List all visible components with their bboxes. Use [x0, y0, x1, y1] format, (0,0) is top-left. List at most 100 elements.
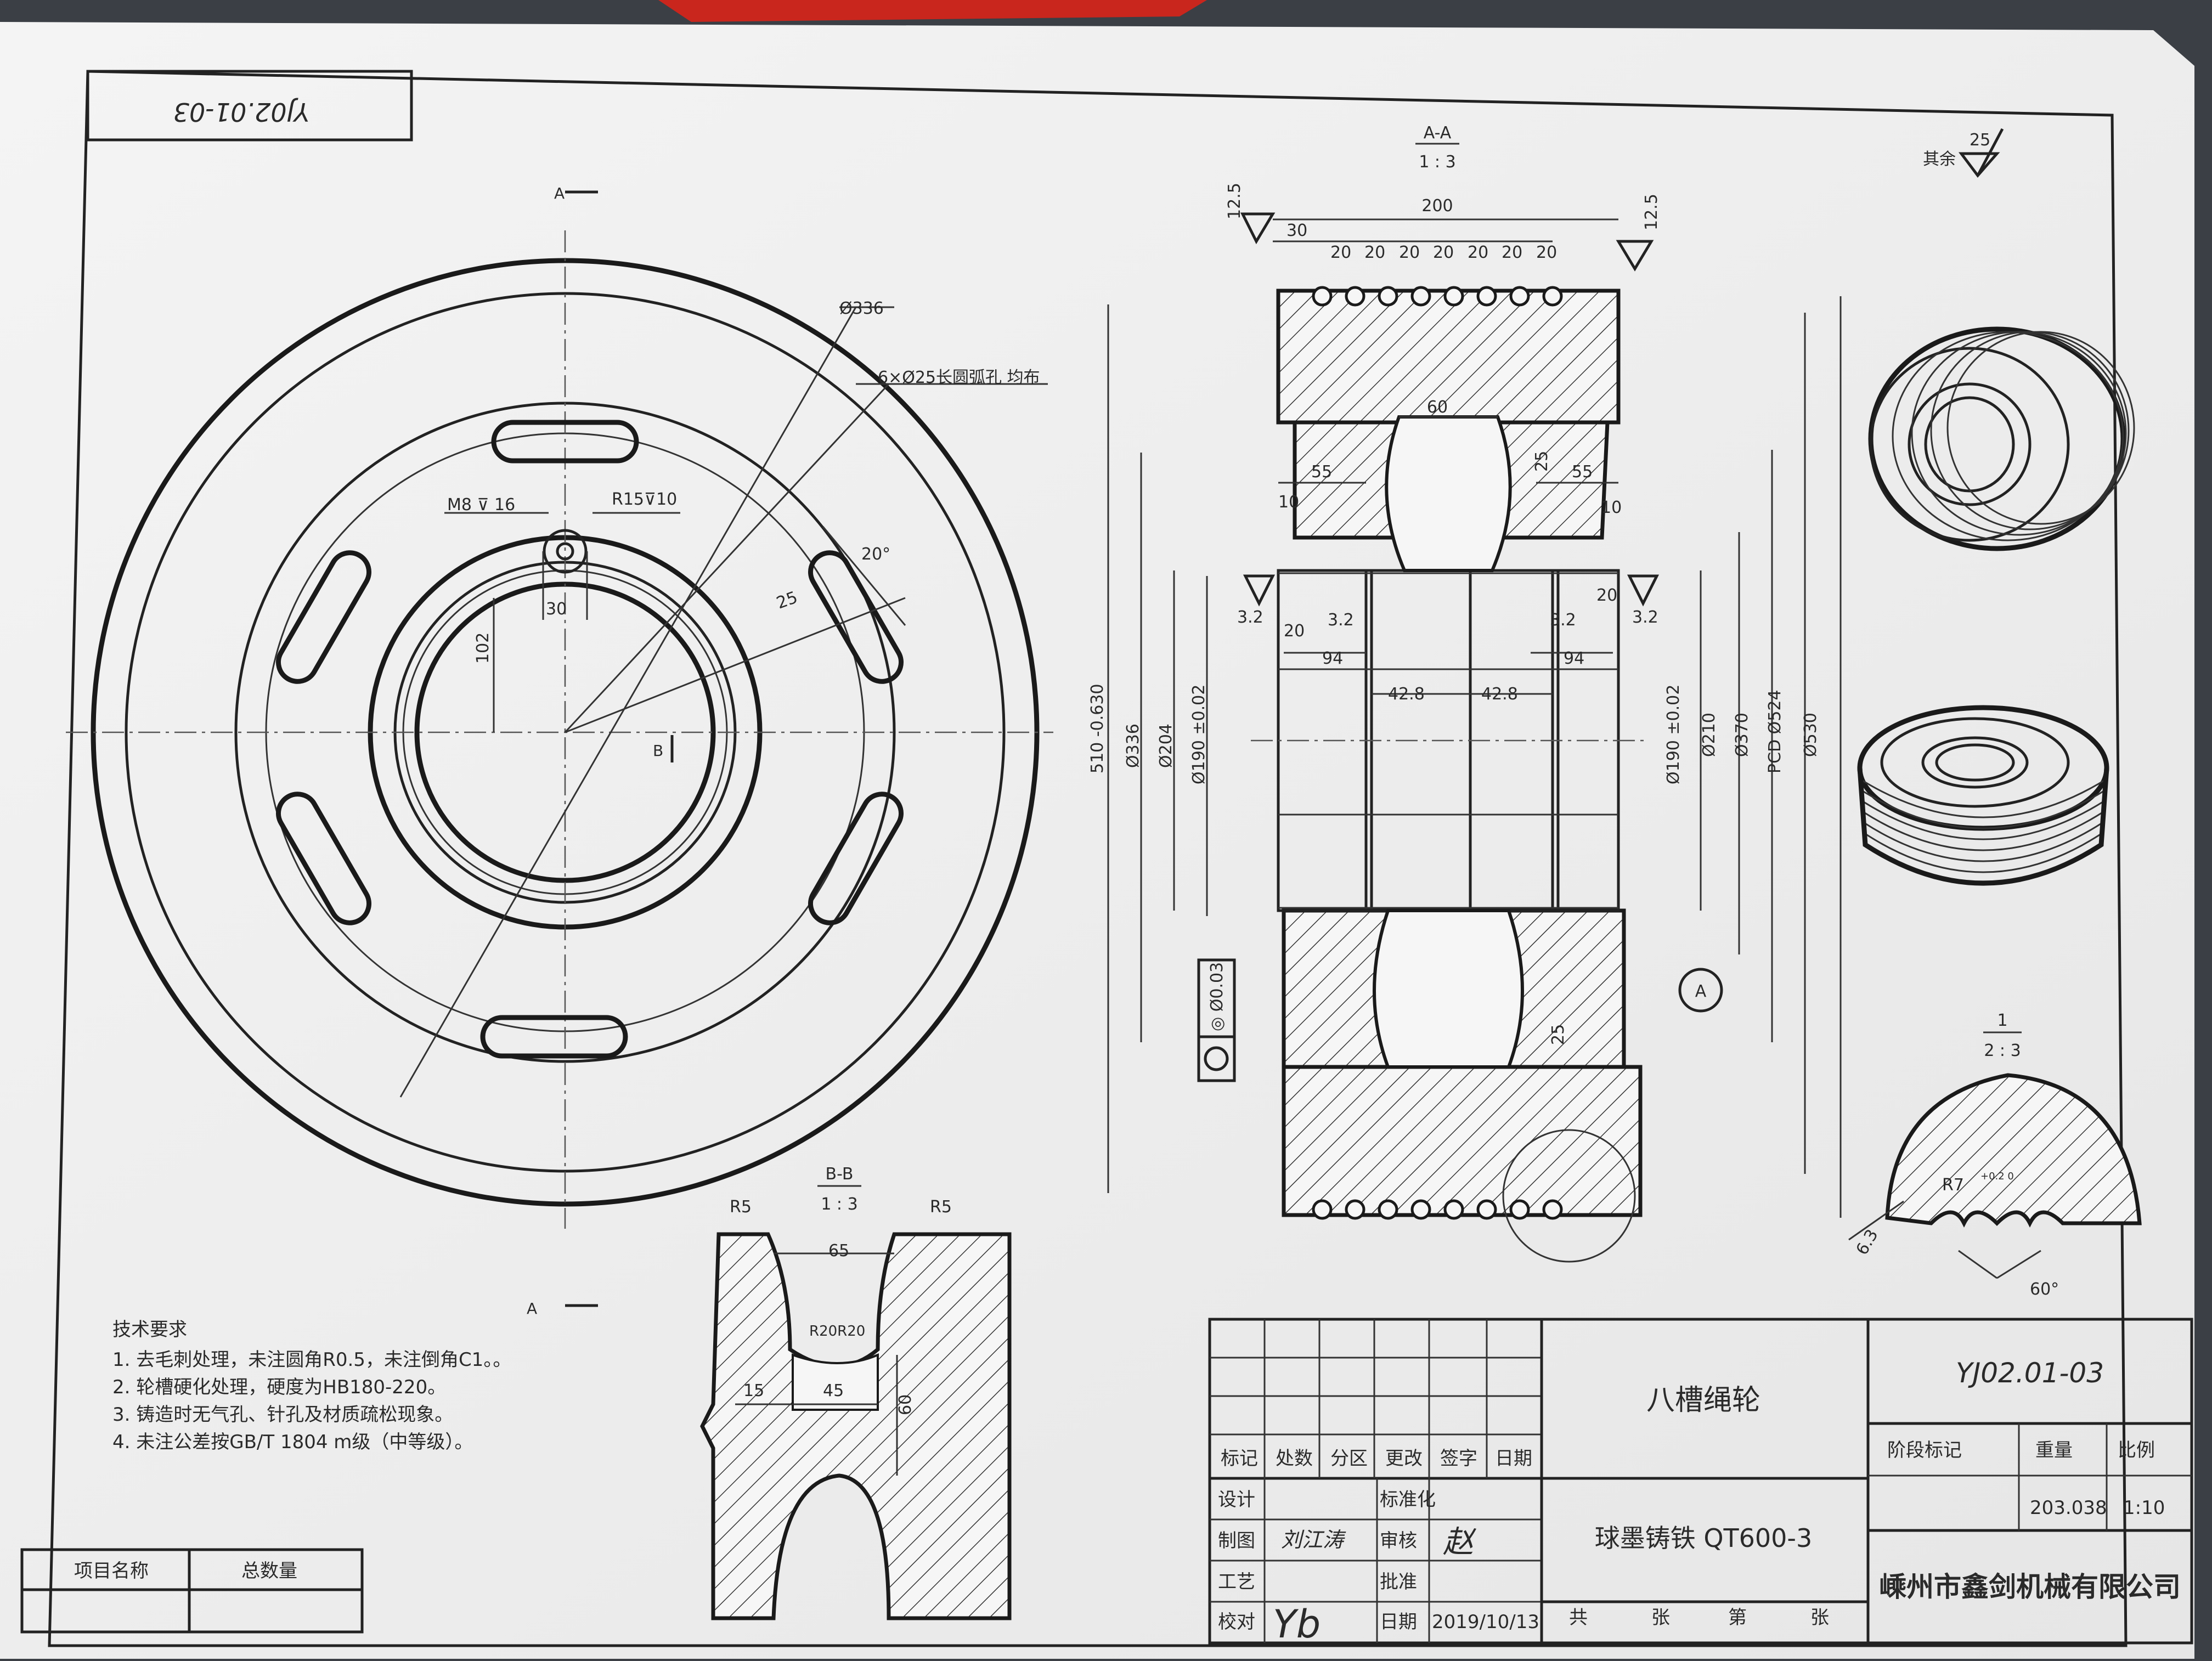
aa-dim-94-right: 94 [1564, 649, 1584, 668]
aa-dia-510: 510 -0.630 [1088, 683, 1107, 773]
company-name: 嵊州市鑫剑机械有限公司 [1879, 1571, 2181, 1603]
approval-std: 标准化 [1380, 1489, 1436, 1511]
front-dia336: Ø336 [839, 299, 884, 318]
rev-hdr-mark: 标记 [1221, 1448, 1258, 1470]
bb-dim-60: 60 [896, 1394, 915, 1415]
front-dim-30: 30 [546, 600, 567, 619]
section-bb-scale: 1 : 3 [821, 1195, 857, 1214]
drawing-border [48, 70, 2128, 1647]
section-mark-a-bottom: A [527, 1300, 537, 1318]
aa-dim-25-top: 25 [1532, 451, 1551, 472]
stamp-number: YJ02.01-03 [173, 97, 310, 127]
section-aa-scale: 1 : 3 [1419, 152, 1455, 172]
aa-others-label: 其余 [1923, 150, 1956, 169]
bb-dim-45: 45 [823, 1381, 844, 1400]
aa-rough-right: 12.5 [1642, 194, 1661, 230]
aa-dim-10-left: 10 [1278, 493, 1299, 512]
aa-rough-32-d: 3.2 [1632, 608, 1658, 627]
front-m8-note: M8 ⊽ 16 [447, 495, 515, 515]
aa-dia-370: Ø370 [1733, 713, 1752, 757]
bb-r5-left: R5 [730, 1197, 752, 1217]
aa-dia-210: Ø210 [1700, 713, 1719, 757]
aa-pitch-5: 20 [1468, 243, 1488, 262]
aa-rough-left: 12.5 [1225, 183, 1244, 219]
rev-hdr-count: 处数 [1276, 1448, 1313, 1470]
aa-rough-32-c: 3.2 [1550, 611, 1576, 630]
aa-dim-30: 30 [1286, 221, 1307, 240]
aa-dim-20-left: 20 [1284, 622, 1305, 641]
reviewer-signature: 赵 [1443, 1524, 1477, 1560]
isometric-views [1857, 326, 2135, 886]
stamp-box [86, 70, 413, 142]
front-angle-20: 20° [861, 545, 890, 564]
rev-hdr-sign: 签字 [1440, 1448, 1477, 1470]
sheet-unit-label: 张 [1651, 1607, 1670, 1629]
rev-hdr-date: 日期 [1495, 1448, 1532, 1470]
aa-others-rough: 25 [1970, 131, 1990, 150]
aa-datum-a: A [1695, 982, 1707, 1001]
section-bb-title: B-B [826, 1165, 854, 1184]
aa-pitch-1: 20 [1330, 243, 1351, 262]
approval-review: 审核 [1380, 1530, 1417, 1552]
aa-dim-428-left: 42.8 [1388, 685, 1425, 704]
front-view: Ø336 6×Ø25长圆弧孔 均布 M8 ⊽ 16 R15⊽10 30 102 … [66, 184, 1053, 1318]
aa-dia-204: Ø204 [1156, 724, 1176, 768]
aa-dim-94-left: 94 [1322, 649, 1343, 668]
aa-dim-55-right: 55 [1572, 462, 1593, 482]
section-bb: B-B 1 : 3 R5 R5 65 R20R20 15 45 60 [700, 1165, 1012, 1620]
drafter-signature: 刘江涛 [1281, 1528, 1346, 1552]
aa-pcd-524: PCD Ø524 [1765, 690, 1785, 773]
aa-concentricity: ◎ Ø0.03 [1207, 962, 1227, 1031]
title-block: 标记 处数 分区 更改 签字 日期 设计 制图 工艺 校对 标准化 审核 批准 … [1208, 1318, 2193, 1647]
weight-label: 重量 [2035, 1439, 2073, 1461]
slot-holes [276, 420, 904, 1059]
part-name: 八槽绳轮 [1646, 1384, 1760, 1417]
total-qty-label: 总数量 [241, 1560, 297, 1582]
project-table: 项目名称 总数量 [20, 1548, 364, 1634]
weight-value: 203.038 [2030, 1497, 2107, 1519]
section-aa-title: A-A [1424, 123, 1452, 143]
row-draw: 制图 [1218, 1530, 1255, 1552]
drawing-date: 2019/10/13 [1432, 1611, 1539, 1633]
sheet-unit2-label: 张 [1810, 1607, 1829, 1629]
aa-dim-10-right: 10 [1601, 498, 1622, 517]
section-aa: A-A 1 : 3 [1088, 123, 2004, 1263]
detail-1-r7: R7 [1942, 1176, 1964, 1195]
front-slot-note: 6×Ø25长圆弧孔 均布 [878, 368, 1040, 387]
section-mark-b: B [653, 742, 663, 760]
approval-date: 日期 [1380, 1611, 1417, 1633]
drawing-number: YJ02.01-03 [1956, 1357, 2104, 1389]
bb-r5-right: R5 [930, 1197, 952, 1217]
aa-rough-32-a: 3.2 [1237, 608, 1263, 627]
row-process: 工艺 [1218, 1571, 1255, 1593]
bb-dim-65: 65 [828, 1241, 849, 1261]
background-cloth [658, 0, 1207, 22]
rev-hdr-zone: 分区 [1330, 1448, 1368, 1470]
sheet-total-label: 共 [1569, 1607, 1588, 1629]
approval-approve: 批准 [1380, 1571, 1417, 1593]
aa-pitch-7: 20 [1536, 243, 1557, 262]
bb-r20: R20R20 [809, 1323, 865, 1340]
aa-dia-190-right: Ø190 ±0.02 [1664, 685, 1683, 784]
tech-item-3: 3. 铸造时无气孔、针孔及材质疏松现象。 [112, 1404, 453, 1426]
tech-item-4: 4. 未注公差按GB/T 1804 m级（中等级）。 [112, 1431, 473, 1453]
aa-rough-32-b: 3.2 [1328, 611, 1354, 630]
bb-dim-15: 15 [743, 1381, 764, 1400]
tech-requirements: 技术要求 1. 去毛刺处理，未注圆角R0.5，未注倒角C1。。 2. 轮槽硬化处… [112, 1319, 511, 1453]
detail-1-scale: 2 : 3 [1984, 1041, 2021, 1060]
section-mark-a-top: A [554, 184, 565, 202]
front-dim-102: 102 [473, 632, 493, 664]
tech-item-1: 1. 去毛刺处理，未注圆角R0.5，未注倒角C1。。 [112, 1349, 511, 1371]
aa-dim-25-bottom: 25 [1549, 1024, 1568, 1045]
checker-signature: Yb [1273, 1602, 1321, 1647]
row-check: 校对 [1218, 1611, 1255, 1633]
aa-groove-pitch: 20 20 20 20 20 20 20 [1330, 243, 1557, 262]
stage-label: 阶段标记 [1887, 1439, 1962, 1461]
scale-label: 比例 [2118, 1439, 2155, 1461]
rev-hdr-change: 更改 [1385, 1448, 1423, 1470]
detail-1: 1 2 : 3 R7 +0.2 0 60° 6.3 [1848, 1011, 2142, 1299]
scale-value: 1:10 [2123, 1497, 2165, 1519]
aa-dia-190-left: Ø190 ±0.02 [1189, 685, 1209, 784]
